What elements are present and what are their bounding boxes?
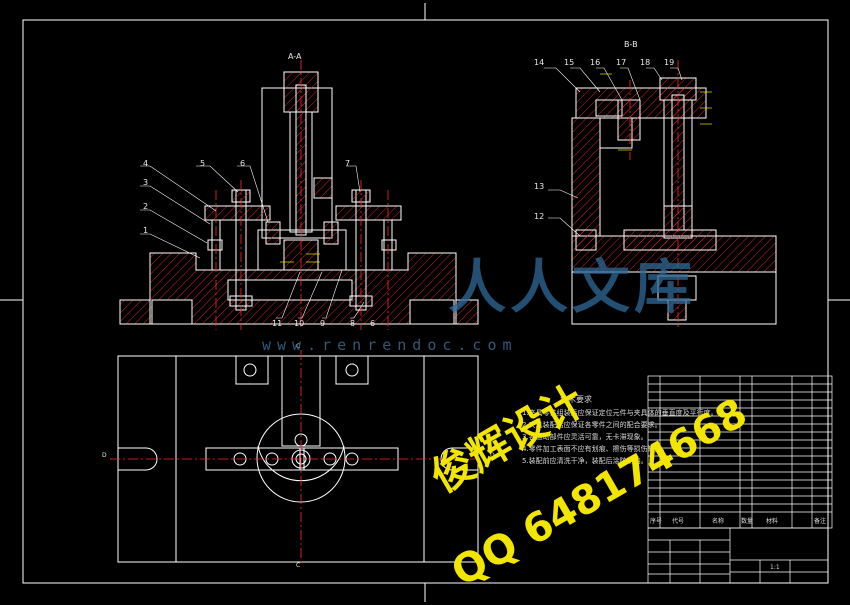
balloon-3: 3: [143, 178, 149, 187]
side-centerlines: [629, 60, 679, 330]
balloon-13: 13: [534, 182, 545, 191]
balloon-12: 12: [534, 212, 545, 221]
balloon-14: 14: [534, 58, 545, 67]
cut-d-left-label: D: [102, 452, 107, 459]
front-section-view: [119, 71, 479, 325]
balloon-6: 6: [240, 159, 246, 168]
note-line-1: 1.夹具零件组装后应保证定位元件与夹具体的垂直度及平行度。: [522, 409, 718, 417]
note-line-4: 4.零件加工表面不应有划痕、擦伤等损伤缺陷。: [522, 445, 669, 453]
watermark-brand: 人人文库: [448, 253, 697, 321]
balloon-19: 19: [664, 58, 675, 67]
header-code: 代号: [672, 518, 685, 525]
header-name: 名称: [712, 518, 725, 525]
drawing-frame: [0, 3, 850, 602]
note-line-5: 5.装配前应清洗干净，装配后涂防锈油。: [522, 457, 648, 465]
balloon-11: 11: [272, 319, 283, 328]
balloon-1: 1: [143, 226, 149, 235]
cut-d-right-label: D: [490, 452, 495, 459]
section-b-label: B-B: [624, 40, 638, 49]
balloon-7: 7: [345, 159, 351, 168]
balloon-10: 10: [294, 319, 305, 328]
parts-list-table: [647, 375, 833, 529]
front-leaders: [140, 165, 365, 319]
dimension-marks: [280, 73, 712, 263]
front-centerlines: [215, 60, 389, 330]
side-leaders: [544, 67, 683, 237]
top-centerlines: [110, 350, 486, 566]
scale-value: 1:1: [770, 564, 780, 571]
header-qty: 数量: [741, 518, 754, 525]
section-a-label: A-A: [288, 52, 302, 61]
watermark-site: www.renrendoc.com: [262, 336, 518, 354]
balloon-18: 18: [640, 58, 651, 67]
balloon-6b: 6: [370, 319, 376, 328]
header-material: 材料: [766, 518, 779, 525]
note-line-2: 2.夹具装配后应保证各零件之间的配合要求。: [522, 421, 662, 429]
cut-c-bottom-label: C: [296, 562, 301, 569]
header-seq: 序号: [650, 518, 663, 525]
balloon-9: 9: [320, 319, 326, 328]
balloon-4: 4: [143, 159, 149, 168]
balloon-8: 8: [350, 319, 356, 328]
balloon-17: 17: [616, 58, 627, 67]
balloon-2: 2: [143, 202, 149, 211]
balloon-15: 15: [564, 58, 575, 67]
notes-title: 技术要求: [560, 395, 592, 404]
balloon-5: 5: [200, 159, 206, 168]
header-remark: 备注: [814, 518, 827, 525]
balloon-16: 16: [590, 58, 601, 67]
note-line-3: 3.各运动部件应灵活可靠，无卡滞现象。: [522, 433, 648, 441]
cut-c-top-label: C: [296, 343, 301, 350]
title-block: [647, 527, 829, 584]
